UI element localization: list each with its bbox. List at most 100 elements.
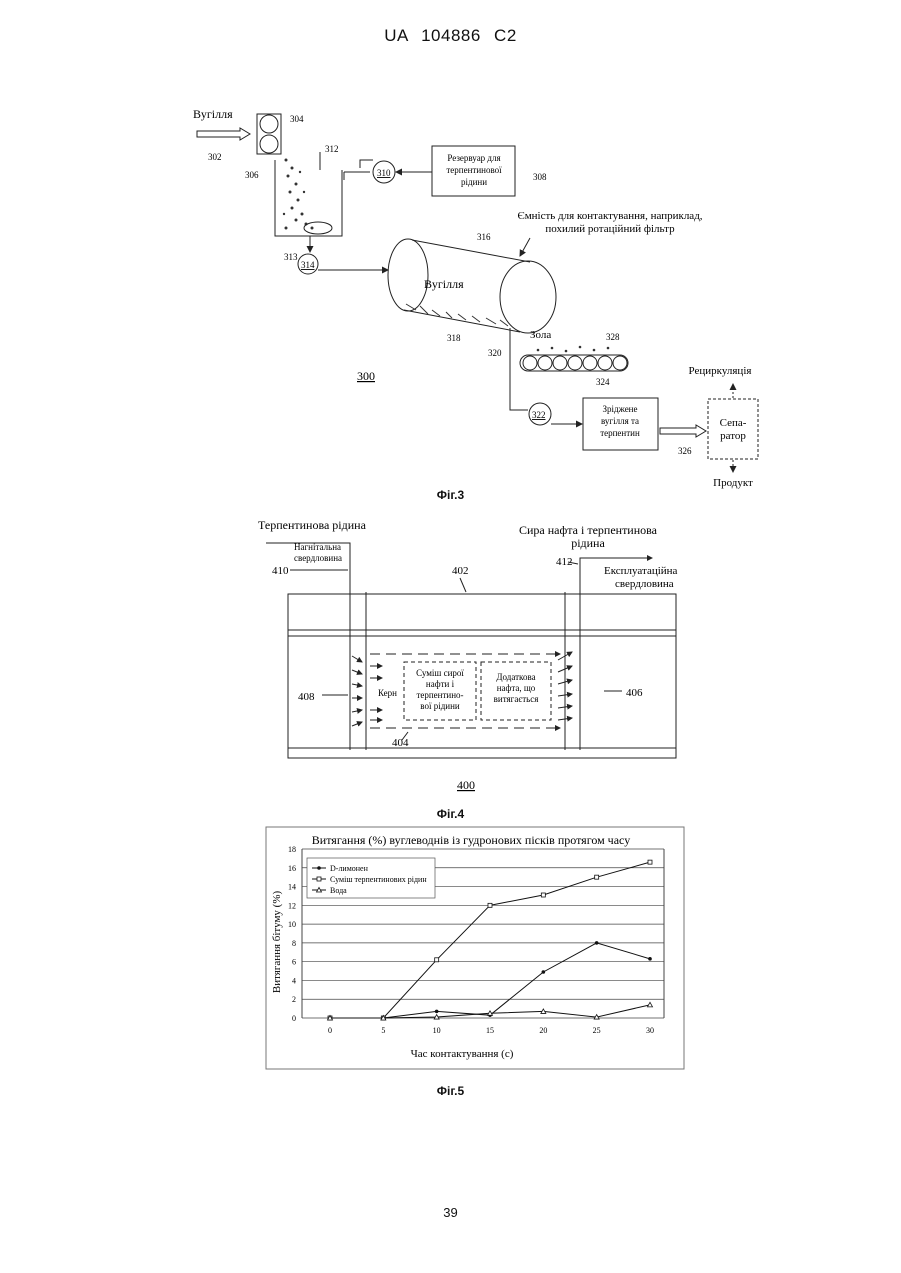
y-tick-label: 18 (288, 845, 296, 854)
data-point-turpentine-mix (648, 860, 652, 864)
figure-4-diagram: Терпентинова рідина Сира нафта і терпент… (0, 510, 901, 810)
reservoir-label-2: терпентинової (446, 165, 502, 175)
separator-box (708, 399, 758, 459)
injection-well-label-2: свердловина (294, 553, 342, 563)
data-point-turpentine-mix (317, 877, 321, 881)
data-point-d-limonene (595, 941, 599, 945)
drum-coal-label: Вугілля (424, 277, 464, 291)
crude-turpentine-label-1: Сира нафта і терпентинова (519, 523, 658, 537)
ref-312: 312 (325, 144, 339, 154)
ash-particles (537, 346, 610, 353)
separator-label-2: ратор (720, 430, 746, 442)
figure-number-400: 400 (457, 778, 475, 792)
output-arrow-326 (660, 425, 706, 437)
additional-label-2: нафта, що (497, 683, 536, 693)
mixture-label-4: вої рідини (420, 701, 460, 711)
crusher-rollers (257, 114, 281, 154)
y-tick-label: 8 (292, 939, 296, 948)
coal-feed-arrow (197, 128, 250, 140)
ref-316: 316 (477, 232, 491, 242)
core-label: Керн (378, 688, 397, 698)
figure-5-caption: Фіг.5 (0, 1084, 901, 1098)
ref-326: 326 (678, 446, 692, 456)
x-tick-label: 0 (328, 1026, 332, 1035)
data-point-turpentine-mix (595, 875, 599, 879)
y-tick-label: 0 (292, 1014, 296, 1023)
x-tick-label: 30 (646, 1026, 654, 1035)
ref-310: 310 (377, 168, 391, 178)
y-tick-label: 6 (292, 958, 296, 967)
x-tick-label: 10 (433, 1026, 441, 1035)
y-tick-label: 4 (292, 976, 296, 985)
liquefied-label-1: Зріджене (603, 404, 638, 414)
reservoir-label-3: рідини (461, 177, 487, 187)
ref-404: 404 (392, 737, 409, 749)
mixture-label-2: нафти і (426, 679, 455, 689)
rotary-drum (388, 239, 556, 333)
coal-input-label: Вугілля (193, 107, 233, 121)
additional-label-3: витягається (494, 694, 539, 704)
ref-302: 302 (208, 152, 222, 162)
y-tick-label: 14 (288, 883, 296, 892)
turpentine-liquid-label: Терпентинова рідина (258, 518, 367, 532)
data-point-d-limonene (435, 1010, 439, 1014)
y-tick-label: 10 (288, 920, 296, 929)
recycle-label: Рециркуляція (689, 365, 752, 377)
page-number: 39 (0, 1205, 901, 1220)
ref-322: 322 (532, 410, 546, 420)
x-axis-label: Час контактування (с) (411, 1048, 514, 1060)
ref-320: 320 (488, 348, 502, 358)
legend-entry: Суміш терпентинових рідин (330, 875, 427, 884)
y-axis-label: Витягання бітуму (%) (271, 891, 283, 994)
crude-turpentine-label-2: рідина (571, 536, 605, 550)
ref-308: 308 (533, 172, 547, 182)
vessel-label-2: похилий ротаційний фільтр (545, 223, 675, 235)
ref-318: 318 (447, 333, 461, 343)
production-well-label-2: свердловина (615, 578, 674, 590)
legend-entry: Вода (330, 886, 347, 895)
data-point-turpentine-mix (541, 893, 545, 897)
ref-402: 402 (452, 565, 469, 577)
mixture-label-3: терпентино- (416, 690, 463, 700)
figure-5-chart: Витягання (%) вуглеводнів із гудронових … (0, 822, 901, 1082)
ash-conveyor (520, 355, 628, 371)
data-point-turpentine-mix (488, 903, 492, 907)
ref-314: 314 (301, 260, 315, 270)
data-point-turpentine-mix (435, 958, 439, 962)
figure-3-diagram: Вугілля 302 304 306 312 310 Резервуар дл… (0, 0, 901, 500)
data-point-d-limonene (542, 970, 546, 974)
chart-title: Витягання (%) вуглеводнів із гудронових … (312, 833, 630, 847)
vessel-label-1: Ємність для контактування, наприклад, (517, 210, 702, 222)
liquefied-label-3: терпентин (600, 428, 640, 438)
drum-sediment (406, 304, 508, 326)
ref-324: 324 (596, 377, 610, 387)
ref-406: 406 (626, 687, 643, 699)
x-tick-label: 5 (381, 1026, 385, 1035)
reservoir-label-1: Резервуар для (447, 153, 500, 163)
figure-number-300: 300 (357, 369, 375, 383)
figure-3-caption: Фіг.3 (0, 488, 901, 502)
mixture-label-1: Суміш сирої (416, 668, 464, 678)
y-tick-label: 12 (288, 901, 296, 910)
additional-label-1: Додаткова (496, 672, 535, 682)
ref-306: 306 (245, 170, 259, 180)
tank-outlet (304, 222, 332, 234)
legend-entry: D-лимонен (330, 864, 369, 873)
ref-304: 304 (290, 114, 304, 124)
production-well-label-1: Експлуатаційна (604, 565, 678, 577)
data-point-water (648, 1002, 653, 1007)
ref-408: 408 (298, 691, 315, 703)
y-tick-label: 2 (292, 995, 296, 1004)
ash-label: Зола (530, 329, 551, 341)
data-point-d-limonene (648, 957, 652, 961)
ref-410: 410 (272, 565, 289, 577)
injection-well-label-1: Нагнітальна (294, 542, 341, 552)
ref-328: 328 (606, 332, 620, 342)
liquefied-label-2: вугілля та (601, 416, 639, 426)
reservoir-layers (288, 594, 676, 758)
separator-label-1: Сепа- (720, 417, 747, 429)
figure-4-caption: Фіг.4 (0, 807, 901, 821)
coal-particles (283, 159, 314, 230)
x-tick-label: 25 (593, 1026, 601, 1035)
x-tick-label: 20 (539, 1026, 547, 1035)
